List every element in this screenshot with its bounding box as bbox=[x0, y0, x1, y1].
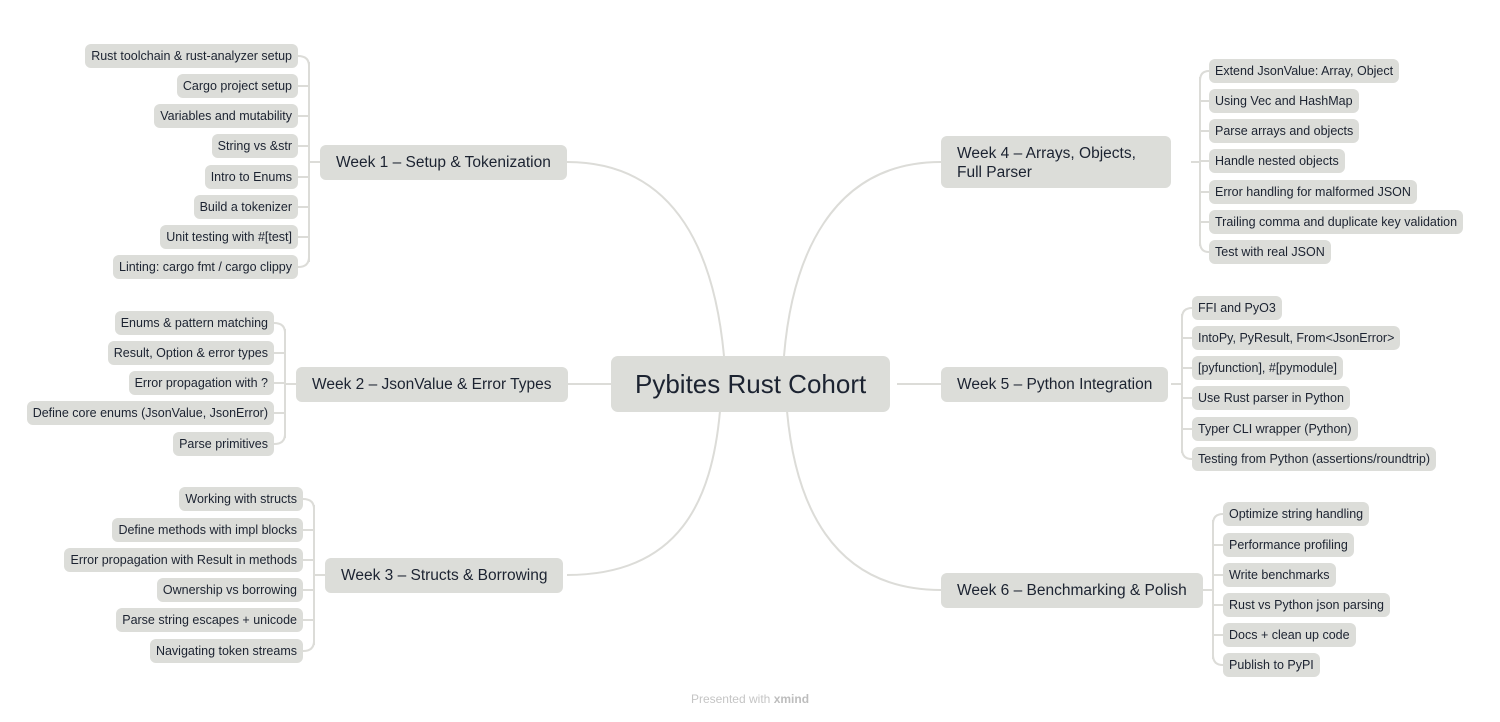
subtopic[interactable]: Navigating token streams bbox=[149, 639, 303, 663]
topic-week-6[interactable]: Week 6 – Benchmarking & Polish bbox=[941, 573, 1203, 608]
subtopic[interactable]: Rust vs Python json parsing bbox=[1223, 593, 1390, 617]
subtopic[interactable]: Ownership vs borrowing bbox=[156, 578, 303, 602]
subtopic[interactable]: Rust toolchain & rust-analyzer setup bbox=[85, 44, 298, 68]
subtopic[interactable]: Test with real JSON bbox=[1209, 240, 1331, 264]
subtopic[interactable]: Using Vec and HashMap bbox=[1209, 89, 1359, 113]
subtopic[interactable]: Enums & pattern matching bbox=[114, 311, 274, 335]
topic-week-5[interactable]: Week 5 – Python Integration bbox=[941, 367, 1169, 402]
central-topic[interactable]: Pybites Rust Cohort bbox=[611, 356, 891, 412]
subtopic[interactable]: Use Rust parser in Python bbox=[1192, 386, 1350, 410]
subtopic[interactable]: Build a tokenizer bbox=[193, 195, 298, 219]
subtopic[interactable]: Linting: cargo fmt / cargo clippy bbox=[113, 255, 298, 279]
subtopic[interactable]: Handle nested objects bbox=[1209, 149, 1345, 173]
subtopic[interactable]: Parse arrays and objects bbox=[1209, 119, 1360, 143]
subtopic[interactable]: Cargo project setup bbox=[176, 74, 298, 98]
xmind-logo[interactable]: xmind bbox=[773, 692, 810, 706]
subtopic[interactable]: Intro to Enums bbox=[204, 165, 298, 189]
subtopic[interactable]: Extend JsonValue: Array, Object bbox=[1209, 59, 1400, 83]
subtopic[interactable]: Docs + clean up code bbox=[1223, 623, 1356, 647]
subtopic[interactable]: Error handling for malformed JSON bbox=[1209, 180, 1417, 204]
subtopic[interactable]: FFI and PyO3 bbox=[1192, 296, 1282, 320]
subtopic[interactable]: Unit testing with #[test] bbox=[160, 225, 298, 249]
subtopic[interactable]: Optimize string handling bbox=[1223, 502, 1370, 526]
subtopic[interactable]: Write benchmarks bbox=[1223, 563, 1336, 587]
footer-attribution: Presented with xmind bbox=[0, 692, 1500, 706]
topic-week-4[interactable]: Week 4 – Arrays, Objects, Full Parser bbox=[941, 136, 1171, 188]
topic-week-2[interactable]: Week 2 – JsonValue & Error Types bbox=[296, 367, 568, 402]
footer-prefix: Presented with bbox=[690, 692, 771, 706]
subtopic[interactable]: Define methods with impl blocks bbox=[112, 518, 303, 542]
subtopic[interactable]: Trailing comma and duplicate key validat… bbox=[1209, 210, 1464, 234]
topic-week-1[interactable]: Week 1 – Setup & Tokenization bbox=[320, 145, 567, 180]
topic-week-3[interactable]: Week 3 – Structs & Borrowing bbox=[325, 558, 564, 593]
subtopic[interactable]: Error propagation with Result in methods bbox=[64, 548, 303, 572]
subtopic[interactable]: IntoPy, PyResult, From<JsonError> bbox=[1192, 326, 1401, 350]
subtopic[interactable]: Working with structs bbox=[179, 487, 303, 511]
subtopic[interactable]: Parse primitives bbox=[173, 432, 274, 456]
subtopic[interactable]: Performance profiling bbox=[1223, 533, 1354, 557]
subtopic[interactable]: Variables and mutability bbox=[154, 104, 298, 128]
subtopic[interactable]: Error propagation with ? bbox=[128, 371, 274, 395]
subtopic[interactable]: [pyfunction], #[pymodule] bbox=[1192, 356, 1343, 380]
subtopic[interactable]: Testing from Python (assertions/roundtri… bbox=[1192, 447, 1437, 471]
subtopic[interactable]: Result, Option & error types bbox=[107, 341, 274, 365]
subtopic[interactable]: Define core enums (JsonValue, JsonError) bbox=[26, 401, 274, 425]
subtopic[interactable]: Publish to PyPI bbox=[1223, 653, 1320, 677]
subtopic[interactable]: Parse string escapes + unicode bbox=[116, 608, 303, 632]
subtopic[interactable]: Typer CLI wrapper (Python) bbox=[1192, 417, 1358, 441]
subtopic[interactable]: String vs &str bbox=[211, 134, 298, 158]
